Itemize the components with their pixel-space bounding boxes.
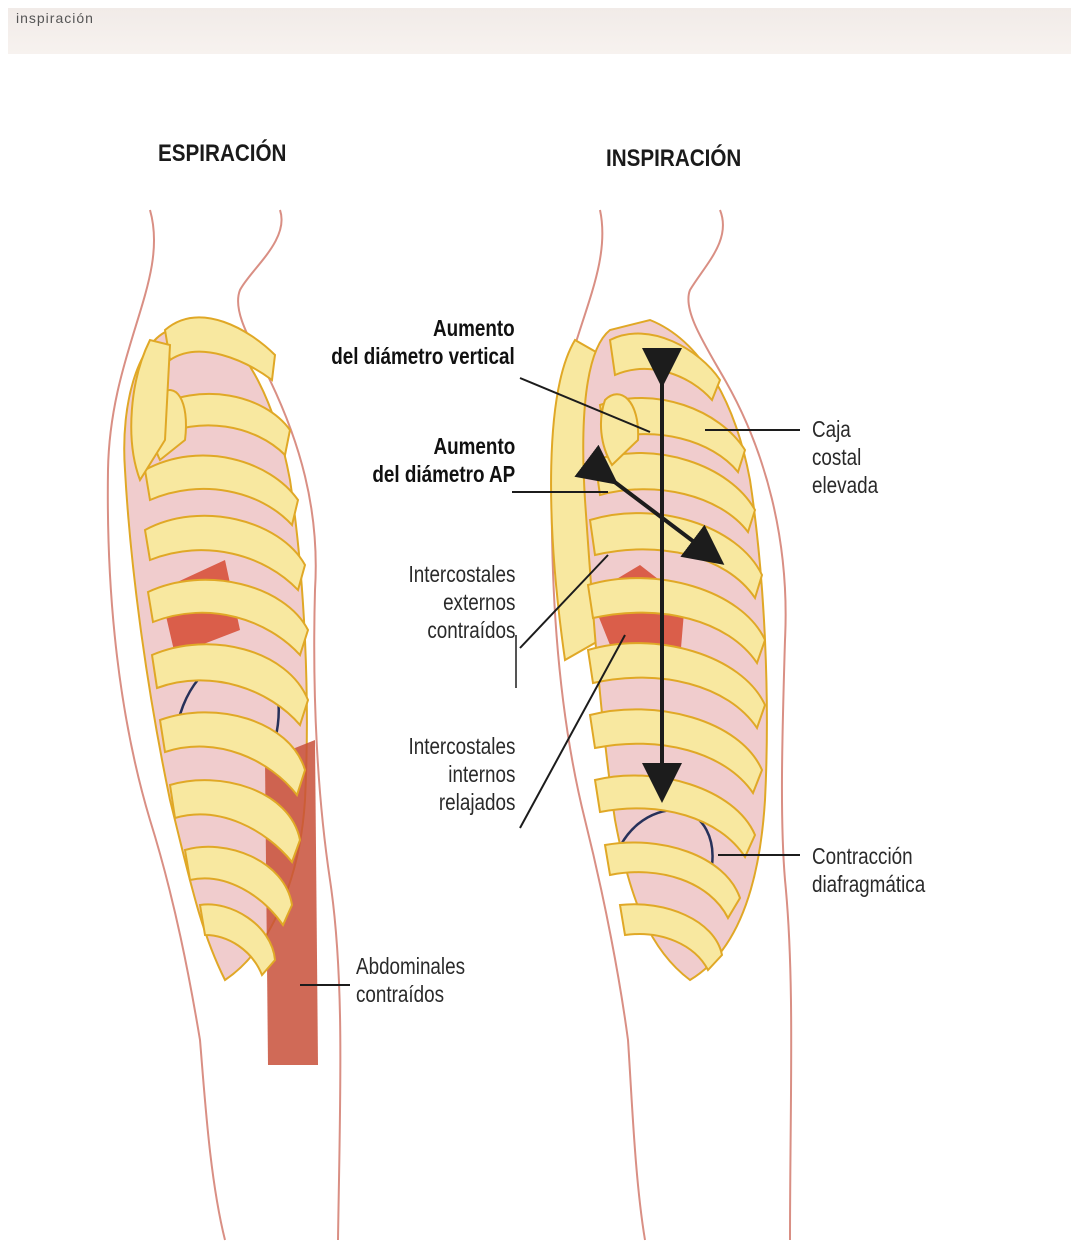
label-internal-intercostals: Intercostales internos relajados <box>408 732 515 816</box>
label-diaf-line-1: Contracción <box>812 842 925 870</box>
expiration-figure <box>108 210 350 1240</box>
expiration-title: ESPIRACIÓN <box>158 140 286 168</box>
label-int-line-2: internos <box>408 760 515 788</box>
label-caja-line-2: costal <box>812 443 878 471</box>
label-abd-line-1: Abdominales <box>356 952 465 980</box>
label-diaphragm-contraction: Contracción diafragmática <box>812 842 925 898</box>
inspiration-title: INSPIRACIÓN <box>606 145 741 173</box>
label-int-line-3: relajados <box>408 788 515 816</box>
label-int-line-1: Intercostales <box>408 732 515 760</box>
label-abd-line-2: contraídos <box>356 980 465 1008</box>
label-ap-diameter: Aumento del diámetro AP <box>372 432 515 488</box>
label-diaf-line-2: diafragmática <box>812 870 925 898</box>
label-ext-line-3: contraídos <box>408 616 515 644</box>
label-ap-line-2: del diámetro AP <box>372 460 515 488</box>
label-rib-cage-elevated: Caja costal elevada <box>812 415 878 499</box>
label-vertical-line-1: Aumento <box>332 314 515 342</box>
inspiration-figure <box>512 210 800 1240</box>
label-ext-line-2: externos <box>408 588 515 616</box>
label-vertical-line-2: del diámetro vertical <box>332 342 515 370</box>
label-vertical-diameter: Aumento del diámetro vertical <box>332 314 515 370</box>
label-ap-line-1: Aumento <box>372 432 515 460</box>
label-caja-line-3: elevada <box>812 471 878 499</box>
label-abdominals-contracted: Abdominales contraídos <box>356 952 465 1008</box>
label-caja-line-1: Caja <box>812 415 878 443</box>
label-ext-line-1: Intercostales <box>408 560 515 588</box>
label-external-intercostals: Intercostales externos contraídos <box>408 560 515 644</box>
